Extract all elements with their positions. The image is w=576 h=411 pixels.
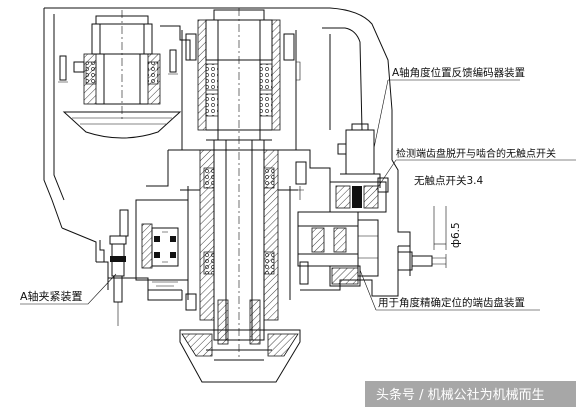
left-spindle-assembly bbox=[58, 10, 191, 139]
label-switch-detect: 检测端齿盘脱开与啮合的无触点开关 bbox=[396, 147, 556, 160]
label-encoder: A轴角度位置反馈编码器装置 bbox=[392, 66, 525, 79]
label-clamp: A轴夹紧装置 bbox=[20, 289, 83, 303]
main-spindle bbox=[146, 8, 331, 383]
label-gear-disc: 用于角度精确定位的端齿盘装置 bbox=[378, 296, 525, 309]
outer-housing bbox=[43, 7, 411, 297]
watermark: 头条号 / 机械公社为机械而生 bbox=[365, 381, 576, 407]
label-switch-model: 无触点开关3.4 bbox=[414, 174, 484, 187]
leader-lines bbox=[20, 79, 576, 311]
watermark-text: 头条号 / 机械公社为机械而生 bbox=[376, 387, 545, 403]
gear-disc-assembly bbox=[297, 211, 447, 287]
a-axis-clamp-assembly bbox=[104, 199, 197, 326]
label-dimension: ф6.5 bbox=[450, 222, 462, 248]
